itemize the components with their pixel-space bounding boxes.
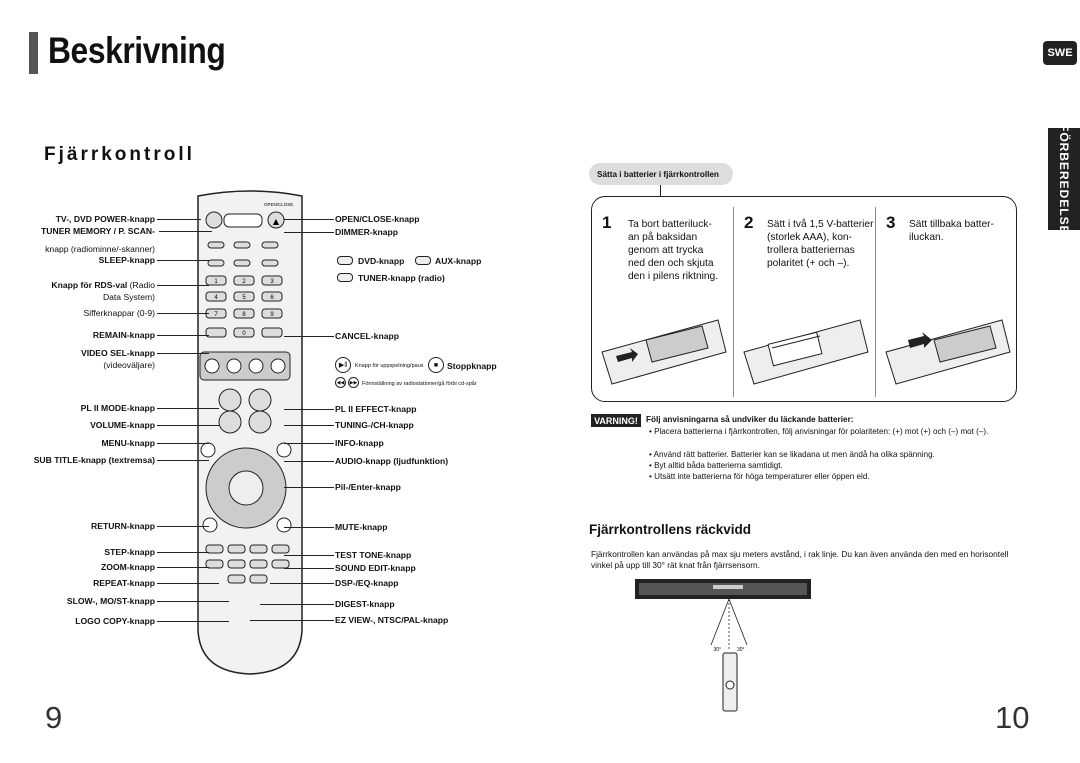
svg-text:5: 5 <box>242 295 246 301</box>
battery-cover-removal-illustration <box>601 319 727 385</box>
stop-icon: ■ <box>428 357 444 373</box>
warning-item: • Placera batterierna i fjärrkontrollen,… <box>649 427 989 436</box>
warning-item: • Utsätt inte batterierna för höga tempe… <box>649 472 870 481</box>
svg-text:3: 3 <box>270 279 274 285</box>
warning-title: Följ anvisningarna så undviker du läckan… <box>646 415 854 424</box>
label-video-sel: VIDEO SEL-knapp <box>80 348 155 358</box>
label-ez-view: EZ VIEW-, NTSC/PAL-knapp <box>335 615 449 625</box>
label-subtitle: SUB TITLE-knapp (textremsa) <box>33 455 155 465</box>
title-accent-bar <box>29 32 38 74</box>
svg-text:4: 4 <box>214 295 218 301</box>
svg-text:1: 1 <box>214 279 218 285</box>
battery-section-pill: Sätta i batterier i fjärrkontrollen <box>589 163 733 185</box>
label-digest: DIGEST-knapp <box>335 599 395 609</box>
label-sound-edit: SOUND EDIT-knapp <box>335 563 416 573</box>
warning-item: • Byt alltid båda batterierna samtidigt. <box>649 461 783 470</box>
seek-forward-icon: ▶▶ <box>348 377 359 388</box>
step-1-number: 1 <box>602 213 612 232</box>
svg-text:7: 7 <box>214 312 218 318</box>
svg-text:9: 9 <box>270 312 274 318</box>
label-rds-cont: Data System) <box>102 292 155 302</box>
label-dimmer: DIMMER-knapp <box>335 227 399 237</box>
side-tab-label: FÖRBEREDELSE <box>1057 123 1071 235</box>
page-number-left: 9 <box>45 700 63 735</box>
dvd-button-icon <box>337 256 353 265</box>
tuner-button-icon <box>337 273 353 282</box>
label-tuner: TUNER-knapp (radio) <box>358 273 445 283</box>
label-digits: Sifferknappar (0-9) <box>83 308 156 318</box>
label-dsp: DSP-/EQ-knapp <box>335 578 399 588</box>
svg-text:30°: 30° <box>737 647 745 653</box>
side-section-tab: FÖRBEREDELSE <box>1048 124 1080 234</box>
label-step: STEP-knapp <box>104 547 155 557</box>
label-rds: Knapp för RDS-val (Radio <box>51 280 155 290</box>
label-audio: AUDIO-knapp (ljudfunktion) <box>335 456 449 466</box>
step-1-text: Ta bort batteriluck- an på baksidan geno… <box>628 219 719 282</box>
label-cancel: CANCEL-knapp <box>335 331 399 341</box>
seek-back-icon: ◀◀ <box>335 377 346 388</box>
label-tuner-memory-cont: knapp (radiominne/-skanner) <box>45 244 155 254</box>
step-2-number: 2 <box>744 213 754 232</box>
label-info: INFO-knapp <box>335 438 384 448</box>
label-open-close: OPEN/CLOSE-knapp <box>335 214 420 224</box>
label-tuning: TUNING-/CH-knapp <box>335 420 414 430</box>
label-slow: SLOW-, MO/ST-knapp <box>66 596 155 606</box>
svg-text:8: 8 <box>242 312 246 318</box>
label-stop: Stoppknapp <box>447 361 497 371</box>
language-badge: SWE <box>1043 41 1077 65</box>
svg-text:▲: ▲ <box>273 217 280 226</box>
battery-cover-close-illustration <box>885 319 1011 385</box>
step-3-text: Sätt tillbaka batter- iluckan. <box>909 219 994 243</box>
warning-item: • Använd rätt batterier. Batterier kan s… <box>649 450 935 459</box>
section-title: Fjärrkontroll <box>44 144 195 165</box>
aux-button-icon <box>415 256 431 265</box>
step-3-number: 3 <box>886 213 896 232</box>
battery-steps-box <box>591 196 1017 402</box>
label-aux: AUX-knapp <box>435 256 482 266</box>
label-menu: MENU-knapp <box>101 438 155 448</box>
label-sleep: SLEEP-knapp <box>98 255 155 265</box>
play-pause-icon: ▶‖ <box>335 357 351 373</box>
label-enter: Pil-/Enter-knapp <box>335 482 401 492</box>
label-play-pause: Knapp för uppspelning/paus <box>355 363 424 369</box>
label-return: RETURN-knapp <box>91 521 155 531</box>
label-remain: REMAIN-knapp <box>92 330 155 340</box>
warning-badge: VARNING! <box>591 414 641 427</box>
label-logo-copy: LOGO COPY-knapp <box>75 616 155 626</box>
svg-text:30°: 30° <box>713 647 721 653</box>
page-number-right: 10 <box>995 700 1030 735</box>
label-pl-effect: PL II EFFECT-knapp <box>335 404 417 414</box>
svg-text:6: 6 <box>270 295 274 301</box>
label-mute: MUTE-knapp <box>335 522 388 532</box>
label-pl-mode: PL II MODE-knapp <box>80 403 155 413</box>
range-text: Fjärrkontrollen kan användas på max sju … <box>591 549 1009 570</box>
remote-control-illustration: ▲ OPEN/CLOSE 1 2 3 4 5 6 7 8 9 0 <box>197 190 303 675</box>
svg-text:2: 2 <box>242 279 246 285</box>
label-repeat: REPEAT-knapp <box>93 578 155 588</box>
svg-text:0: 0 <box>242 331 246 337</box>
svg-text:OPEN/CLOSE: OPEN/CLOSE <box>264 202 293 207</box>
label-test-tone: TEST TONE-knapp <box>335 550 412 560</box>
battery-insert-illustration <box>743 319 869 385</box>
range-illustration: 30° 30° <box>635 579 811 712</box>
step-2-text: Sätt i två 1,5 V-batterier (storlek AAA)… <box>767 219 874 269</box>
label-volume: VOLUME-knapp <box>90 420 155 430</box>
label-zoom: ZOOM-knapp <box>101 562 155 572</box>
label-power: TV-, DVD POWER-knapp <box>55 214 155 224</box>
label-seek: Förinställning av radiostationer/gå förb… <box>362 381 477 387</box>
label-video-sel-cont: (videoväljare) <box>103 360 155 370</box>
range-title: Fjärrkontrollens räckvidd <box>589 522 752 537</box>
label-dvd: DVD-knapp <box>358 256 405 266</box>
page-title: Beskrivning <box>48 30 226 71</box>
label-tuner-memory: TUNER MEMORY / P. SCAN- <box>41 226 155 236</box>
